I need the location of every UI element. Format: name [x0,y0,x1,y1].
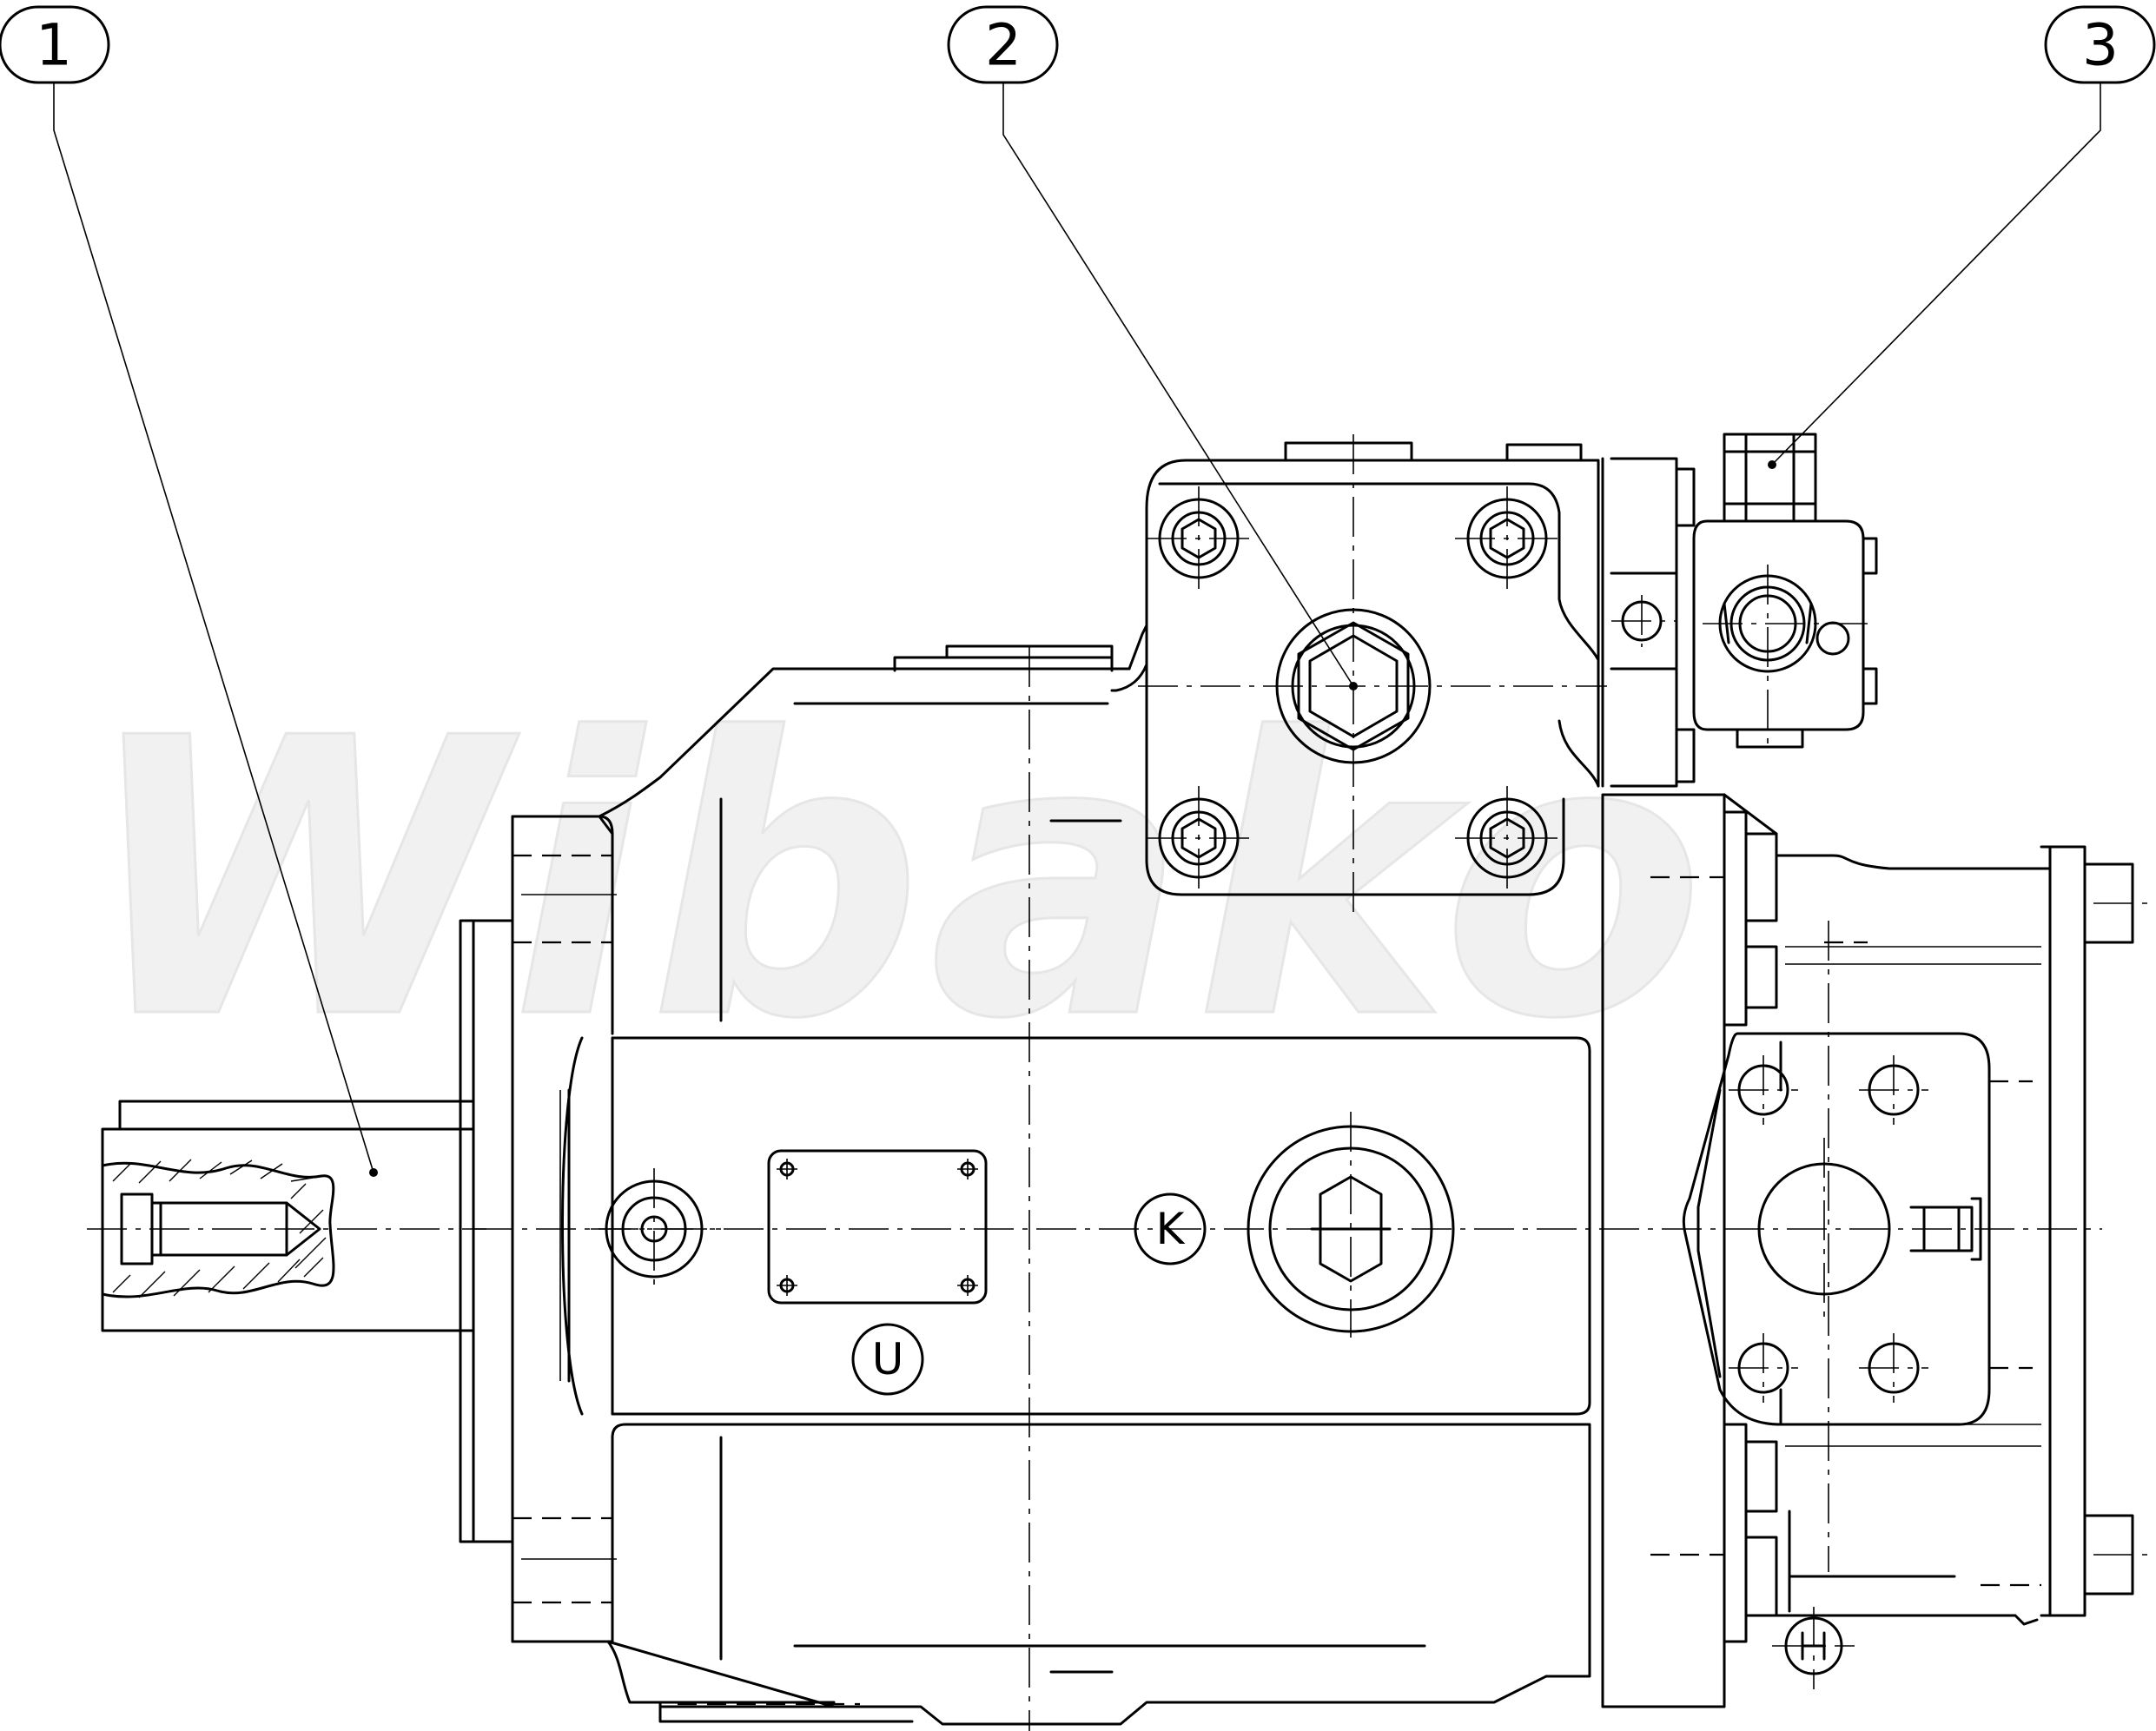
callout-3: 3 [2044,5,2156,84]
port-mark-k-label: K [1156,1204,1186,1254]
callout-2-label: 2 [985,12,1022,79]
callout-1-label: 1 [36,12,72,79]
control-valve-block [1110,434,1696,912]
callout-3-label: 3 [2082,12,2119,79]
watermark: Wibako [83,657,1711,1102]
callout-leaders [53,83,2101,1173]
callout-1: 1 [0,5,110,84]
drive-shaft [87,1100,486,1332]
rear-port-cover [1601,793,2154,1708]
pump-housing [473,644,2102,1731]
port-mark-u-label: U [872,1334,904,1384]
port-mark-k: K [1134,1193,1207,1265]
callout-2: 2 [947,5,1059,84]
port-mark-u: U [851,1323,924,1396]
pressure-valve [1692,433,1878,749]
